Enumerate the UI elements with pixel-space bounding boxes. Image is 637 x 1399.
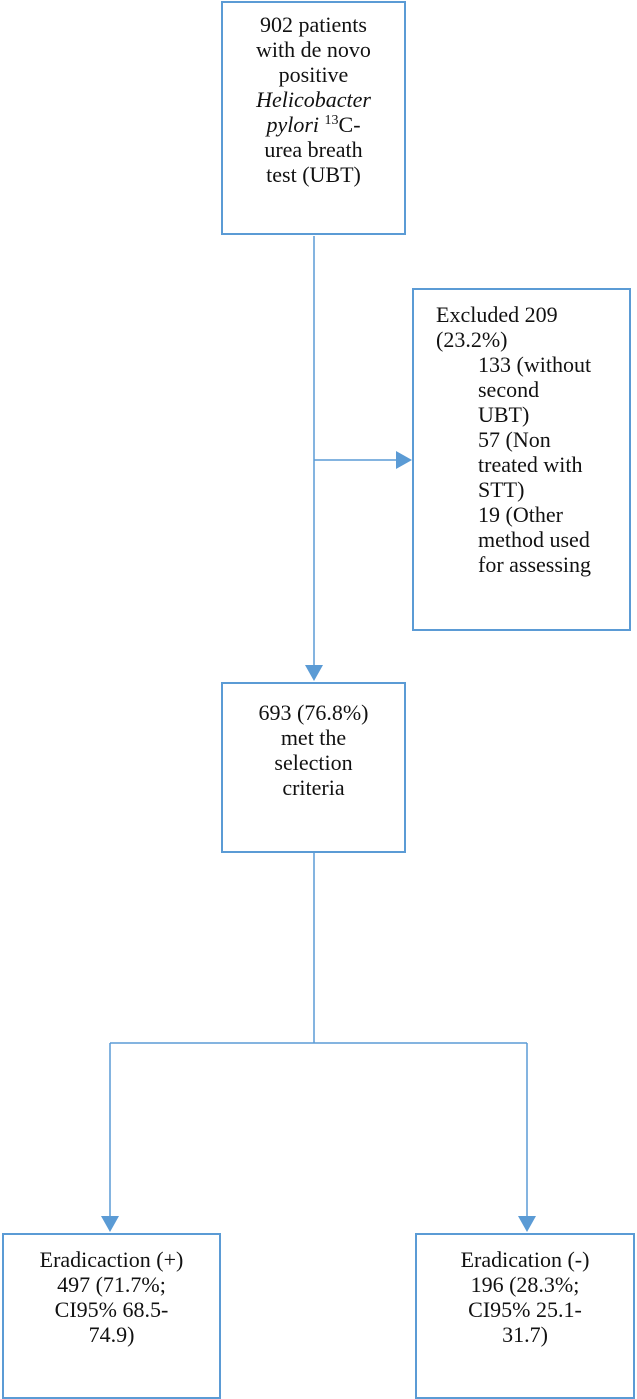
arrowhead-negative: [518, 1216, 536, 1232]
excluded-item: 133 (without second UBT): [436, 352, 629, 427]
excluded-box: Excluded 209 (23.2%) 133 (without second…: [412, 288, 631, 631]
start-box: 902 patients with de novo positive Helic…: [221, 1, 406, 235]
start-line: with de novo: [256, 37, 371, 62]
eradication-positive-line: Eradicaction (+): [39, 1247, 184, 1272]
excluded-item-line: 133 (without: [478, 352, 592, 377]
selected-line: selection: [274, 750, 353, 775]
arrowhead-selected: [305, 665, 323, 681]
excluded-item-line: 57 (Non: [478, 427, 551, 452]
eradication-negative-line: Eradication (-): [460, 1247, 590, 1272]
arrowhead-positive: [101, 1216, 119, 1232]
start-line: test (UBT): [266, 162, 361, 187]
isotope-symbol: C-: [338, 112, 361, 137]
excluded-item: 57 (Non treated with STT): [436, 427, 629, 502]
start-line: 902 patients: [260, 12, 367, 37]
start-line-italic: Helicobacter: [256, 87, 371, 112]
excluded-item-line: for assessing: [478, 552, 592, 577]
excluded-item-line: STT): [478, 477, 525, 502]
excluded-item-line: 19 (Other: [478, 502, 563, 527]
start-line: positive: [278, 62, 349, 87]
eradication-negative-box: Eradication (-) 196 (28.3%; CI95% 25.1- …: [415, 1233, 635, 1399]
eradication-positive-box: Eradicaction (+) 497 (71.7%; CI95% 68.5-…: [2, 1233, 221, 1399]
organism-name: pylori: [266, 112, 320, 137]
start-line-organism: pylori 13C-: [223, 112, 404, 137]
excluded-percent: (23.2%): [436, 327, 508, 352]
selected-line: met the: [280, 725, 347, 750]
start-line: urea breath: [264, 137, 363, 162]
eradication-negative-line: CI95% 25.1-: [468, 1297, 582, 1322]
eradication-positive-line: 497 (71.7%;: [57, 1272, 166, 1297]
excluded-item-line: method used: [478, 527, 590, 552]
eradication-positive-line: CI95% 68.5-: [54, 1297, 169, 1322]
eradication-positive-line: 74.9): [88, 1322, 135, 1347]
isotope-superscript: 13: [324, 113, 339, 128]
arrowhead-excluded: [396, 451, 412, 469]
excluded-heading: Excluded 209: [436, 302, 558, 327]
selected-line: criteria: [282, 775, 345, 800]
excluded-item-line: treated with: [478, 452, 583, 477]
excluded-item-line: second: [478, 377, 540, 402]
excluded-item-line: UBT): [478, 402, 530, 427]
excluded-item: 19 (Other method used for assessing: [436, 502, 629, 577]
eradication-negative-line: 196 (28.3%;: [470, 1272, 580, 1297]
selected-line: 693 (76.8%): [258, 700, 369, 725]
eradication-negative-line: 31.7): [502, 1322, 548, 1347]
selected-box: 693 (76.8%) met the selection criteria: [221, 682, 406, 853]
